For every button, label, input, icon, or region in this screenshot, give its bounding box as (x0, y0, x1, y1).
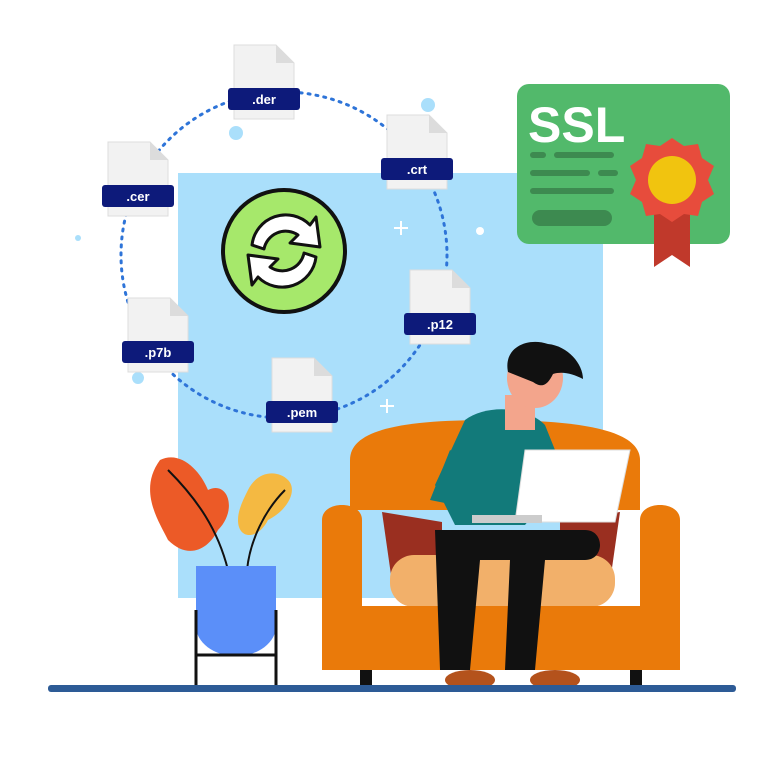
floor-line (48, 685, 736, 692)
person-with-laptop (430, 341, 631, 690)
sync-icon (221, 188, 347, 314)
certificate-file-der: .der (228, 44, 300, 120)
file-label-bg (381, 158, 453, 180)
ssl-title: SSL (528, 97, 625, 153)
ribbon (654, 205, 690, 267)
certificate-file-p12: .p12 (404, 269, 476, 345)
file-label-bg (122, 341, 194, 363)
potted-plant (150, 457, 292, 685)
certificate-file-cer: .cer (102, 141, 174, 217)
file-label: .der (252, 92, 276, 107)
certificate-file-p7b: .p7b (122, 297, 194, 373)
file-label: .pem (287, 405, 317, 420)
sparkles (380, 221, 408, 413)
decor-dots (75, 98, 435, 384)
file-label-bg (102, 185, 174, 207)
file-label-bg (228, 88, 300, 110)
certificate-file-crt: .crt (381, 114, 453, 190)
certificate-file-pem: .pem (266, 357, 338, 433)
file-label: .p12 (427, 317, 453, 332)
file-label: .cer (126, 189, 149, 204)
file-label: .p7b (145, 345, 172, 360)
file-label-bg (404, 313, 476, 335)
decor-dot (476, 227, 484, 235)
ssl-certificate-badge: SSL (517, 84, 730, 267)
file-label-bg (266, 401, 338, 423)
file-label: .crt (407, 162, 428, 177)
